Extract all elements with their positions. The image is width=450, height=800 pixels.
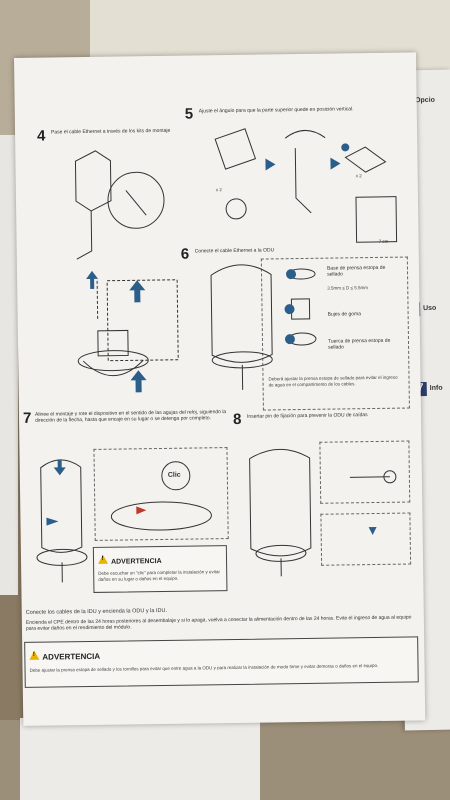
step-5-text: Ajuste el ángulo para que la parte super… [198, 106, 354, 115]
step-6-label-rubber: Bujes de goma [327, 311, 362, 318]
step-6-label-nut: Tuerca de prensa estopa de sellado [327, 337, 391, 351]
step-7-illustration [36, 459, 212, 583]
step-4-illustration [74, 150, 179, 393]
right-step-6-title: Uso [423, 304, 437, 313]
step-6-illustration [210, 264, 317, 390]
bottom-section-text: Encienda el CPE dentro de las 24 horas p… [25, 614, 412, 632]
warning-icon [97, 555, 109, 565]
warning-1-title: ADVERTENCIA [111, 557, 162, 566]
step-7-number: 7 [22, 409, 32, 427]
background-paper-bottom [20, 718, 260, 800]
step-5-illustration [214, 128, 398, 243]
step-8-illustration [249, 448, 397, 577]
warning-1-text: Debe escuchar un "clic" para completar l… [98, 569, 220, 582]
right-step-7-title: Info [429, 384, 443, 392]
warning-icon-2 [29, 650, 40, 661]
warning-2-title: ADVERTENCIA [42, 651, 101, 662]
step-6-dimension: 3.5mm ≤ D ≤ 5.5mm [327, 285, 368, 291]
step-4-text: Pase el cable Ethernet a través de los k… [51, 127, 171, 136]
step-6-label-base: Base de prensa estopa de sellado [326, 264, 386, 278]
instruction-sheet: 4 Pase el cable Ethernet a través de los… [14, 52, 426, 726]
step-7-text: Alinee el montaje y rote el dispositivo … [34, 409, 227, 424]
step-6-number: 6 [180, 245, 190, 263]
left-partial-sheet [0, 135, 18, 595]
bottom-section-title: Conecte los cables de la IDU y encienda … [25, 607, 168, 616]
warning-box-seal: ADVERTENCIA Debe ajustar la prensa estop… [24, 636, 419, 688]
step-5-number: 5 [184, 105, 194, 123]
step-8-text: Insertar pin de fijación para prevenir l… [246, 412, 368, 420]
step-8-number: 8 [232, 410, 242, 428]
warning-box-click: ADVERTENCIA Debe escuchar un "clic" para… [92, 545, 228, 593]
